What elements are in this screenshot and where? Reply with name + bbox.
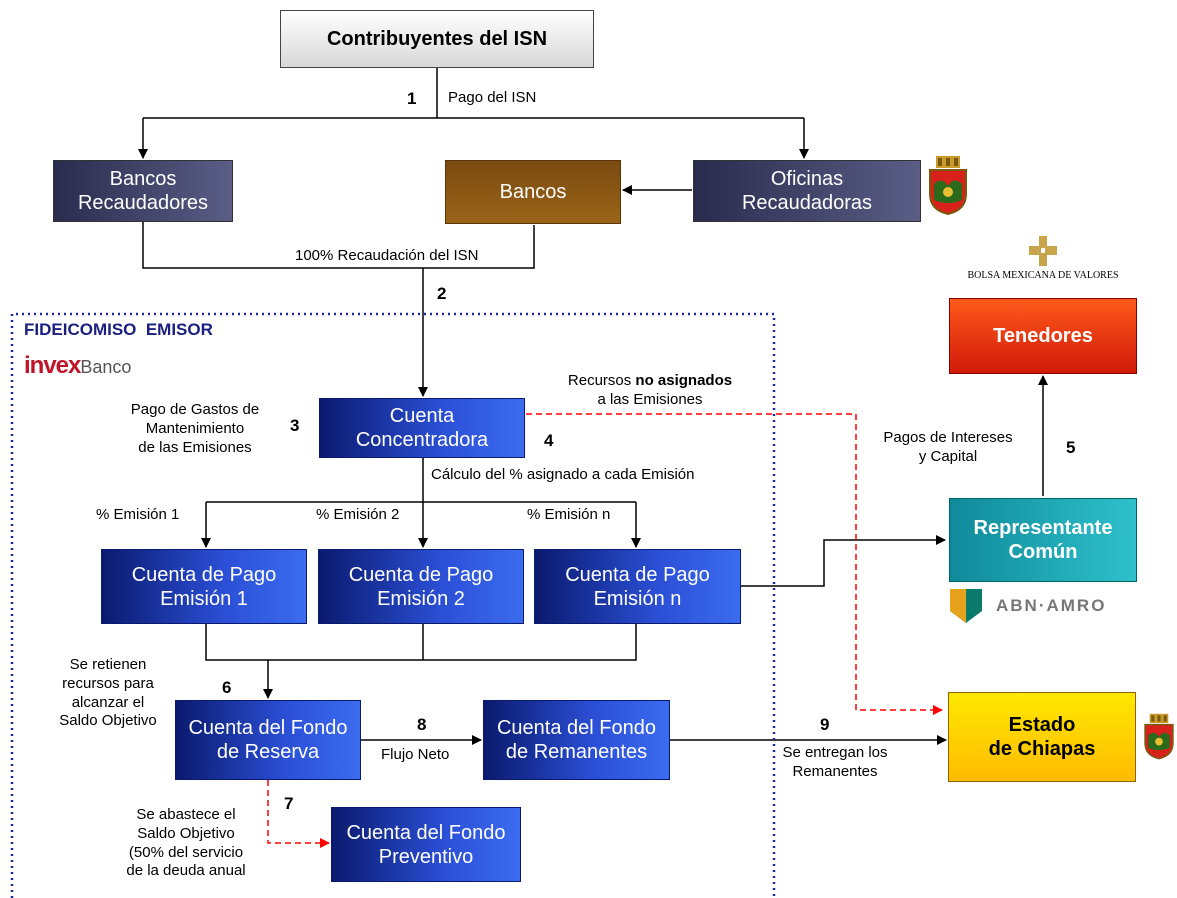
fondo-remanentes-box: Cuenta del Fondo de Remanentes — [483, 700, 670, 780]
cuenta-pago-1-box: Cuenta de Pago Emisión 1 — [101, 549, 307, 624]
tenedores-label: Tenedores — [993, 325, 1093, 347]
step-7: 7 — [284, 794, 294, 813]
cuenta-pago-2-box: Cuenta de Pago Emisión 2 — [318, 549, 524, 624]
bancos-label: Bancos — [499, 181, 567, 203]
contribuyentes-box: Contribuyentes del ISN — [280, 10, 594, 68]
representante-comun-box: Representante Común — [949, 498, 1137, 582]
flujo-neto-label: Flujo Neto — [381, 746, 450, 763]
invex-wordmark: invex — [24, 352, 81, 379]
se-retienen-line4: Saldo Objetivo — [59, 712, 157, 730]
oficinas-line1: Oficinas — [770, 168, 844, 190]
pago-2-line2: Emisión 2 — [377, 587, 465, 610]
se-retienen-line1: Se retienen — [69, 656, 147, 673]
estado-chiapas-box: Estado de Chiapas — [948, 692, 1136, 782]
gastos-line3: de las Emisiones — [138, 438, 252, 456]
fondo-remanentes-line1: Cuenta del Fondo — [496, 717, 656, 739]
emision-n-label: % Emisión n — [527, 506, 611, 523]
step-2: 2 — [437, 284, 447, 303]
fondo-reserva-line1: Cuenta del Fondo — [188, 717, 348, 739]
abn-amro-logo: ABN·AMRO — [950, 588, 1106, 624]
se-abastece-line1: Se abastece el — [136, 806, 236, 823]
cuenta-concentradora-box: Cuenta Concentradora — [319, 398, 525, 458]
se-abastece-line2: Saldo Objetivo — [137, 824, 235, 842]
pagos-intereses-line1: Pagos de Intereses — [883, 429, 1013, 446]
abn-amro-text: ABN·AMRO — [996, 596, 1107, 615]
fondo-preventivo-box: Cuenta del Fondo Preventivo — [331, 807, 521, 882]
recaudacion-label: 100% Recaudación del ISN — [295, 247, 479, 264]
estado-line2: de Chiapas — [988, 738, 1096, 760]
se-abastece-line4: de la deuda anual — [126, 862, 246, 880]
bancos-box: Bancos — [445, 160, 621, 224]
oficinas-box: Oficinas Recaudadoras — [693, 160, 921, 222]
se-entregan-line1: Se entregan los — [782, 744, 888, 761]
representante-line1: Representante — [973, 517, 1113, 539]
bancos-recaudadores-line1: Bancos — [109, 168, 177, 190]
bmv-emblem-icon — [1029, 236, 1057, 266]
step-9: 9 — [820, 715, 830, 734]
gastos-line1: Pago de Gastos de — [130, 401, 260, 418]
chiapas-coat-of-arms-icon — [929, 156, 967, 216]
no-asignados-text: no asignados — [635, 372, 733, 389]
cuenta-pago-n-box: Cuenta de Pago Emisión n — [534, 549, 741, 624]
se-entregan-line2: Remanentes — [792, 762, 878, 780]
se-retienen-label: Se retienen recursos para alcanzar el Sa… — [38, 656, 178, 731]
bmv-logo: BOLSA MEXICANA DE VALORES — [955, 236, 1131, 281]
pago-n-line2: Emisión n — [593, 587, 682, 610]
chiapas-coat-of-arms-icon-2 — [1144, 713, 1174, 760]
fondo-reserva-box: Cuenta del Fondo de Reserva — [175, 700, 361, 780]
emision-2-label: % Emisión 2 — [316, 506, 400, 523]
fideicomiso-title: FIDEICOMISO EMISOR — [24, 320, 213, 339]
pagos-intereses-line2: y Capital — [918, 447, 978, 465]
fideicomiso-frame — [10, 312, 776, 898]
representante-line2: Común — [1008, 541, 1078, 563]
concentradora-line2: Concentradora — [355, 429, 489, 451]
pago-2-line1: Cuenta de Pago — [348, 563, 494, 586]
step-5: 5 — [1066, 438, 1076, 457]
invex-banco-text: Banco — [80, 357, 132, 377]
gastos-line2: Mantenimiento — [145, 419, 245, 437]
contribuyentes-label: Contribuyentes del ISN — [326, 28, 548, 50]
pagos-intereses-label: Pagos de Intereses y Capital — [878, 429, 1018, 467]
se-entregan-label: Se entregan los Remanentes — [770, 744, 900, 782]
bancos-recaudadores-box: Bancos Recaudadores — [53, 160, 233, 222]
pago-1-line1: Cuenta de Pago — [131, 563, 277, 586]
fondo-preventivo-line2: Preventivo — [378, 845, 474, 868]
gastos-label: Pago de Gastos de Mantenimiento de las E… — [115, 401, 275, 457]
step-1: 1 — [407, 89, 417, 108]
fondo-remanentes-line2: de Remanentes — [505, 741, 648, 763]
bancos-recaudadores-line2: Recaudadores — [77, 192, 209, 214]
abn-amro-shield-icon — [950, 589, 982, 623]
a-las-emisiones-text: a las Emisiones — [597, 390, 703, 408]
bmv-text: BOLSA MEXICANA DE VALORES — [967, 270, 1119, 281]
pago-n-line1: Cuenta de Pago — [565, 563, 710, 586]
invex-banco-logo: invexBanco — [24, 352, 131, 380]
recursos-no-asignados-label: Recursos no asignados a las Emisiones — [540, 372, 760, 410]
fondo-reserva-line2: de Reserva — [216, 741, 320, 763]
step-6: 6 — [222, 678, 232, 697]
calculo-label: Cálculo del % asignado a cada Emisión — [431, 466, 695, 483]
fondo-preventivo-line1: Cuenta del Fondo — [346, 821, 506, 844]
se-retienen-line3: alcanzar el — [71, 693, 145, 711]
se-abastece-label: Se abastece el Saldo Objetivo (50% del s… — [112, 806, 260, 881]
emision-1-label: % Emisión 1 — [96, 506, 180, 523]
pago-isn-label: Pago del ISN — [448, 89, 537, 106]
tenedores-box: Tenedores — [949, 298, 1137, 374]
estado-line1: Estado — [1008, 714, 1076, 736]
recursos-text: Recursos — [567, 372, 636, 389]
oficinas-line2: Recaudadoras — [741, 192, 873, 214]
step-8: 8 — [417, 715, 427, 734]
step-3: 3 — [290, 416, 300, 435]
pago-1-line2: Emisión 1 — [160, 587, 248, 610]
se-abastece-line3: (50% del servicio — [128, 843, 244, 861]
step-4: 4 — [544, 431, 554, 450]
se-retienen-line2: recursos para — [62, 674, 154, 692]
concentradora-line1: Cuenta — [389, 405, 455, 427]
